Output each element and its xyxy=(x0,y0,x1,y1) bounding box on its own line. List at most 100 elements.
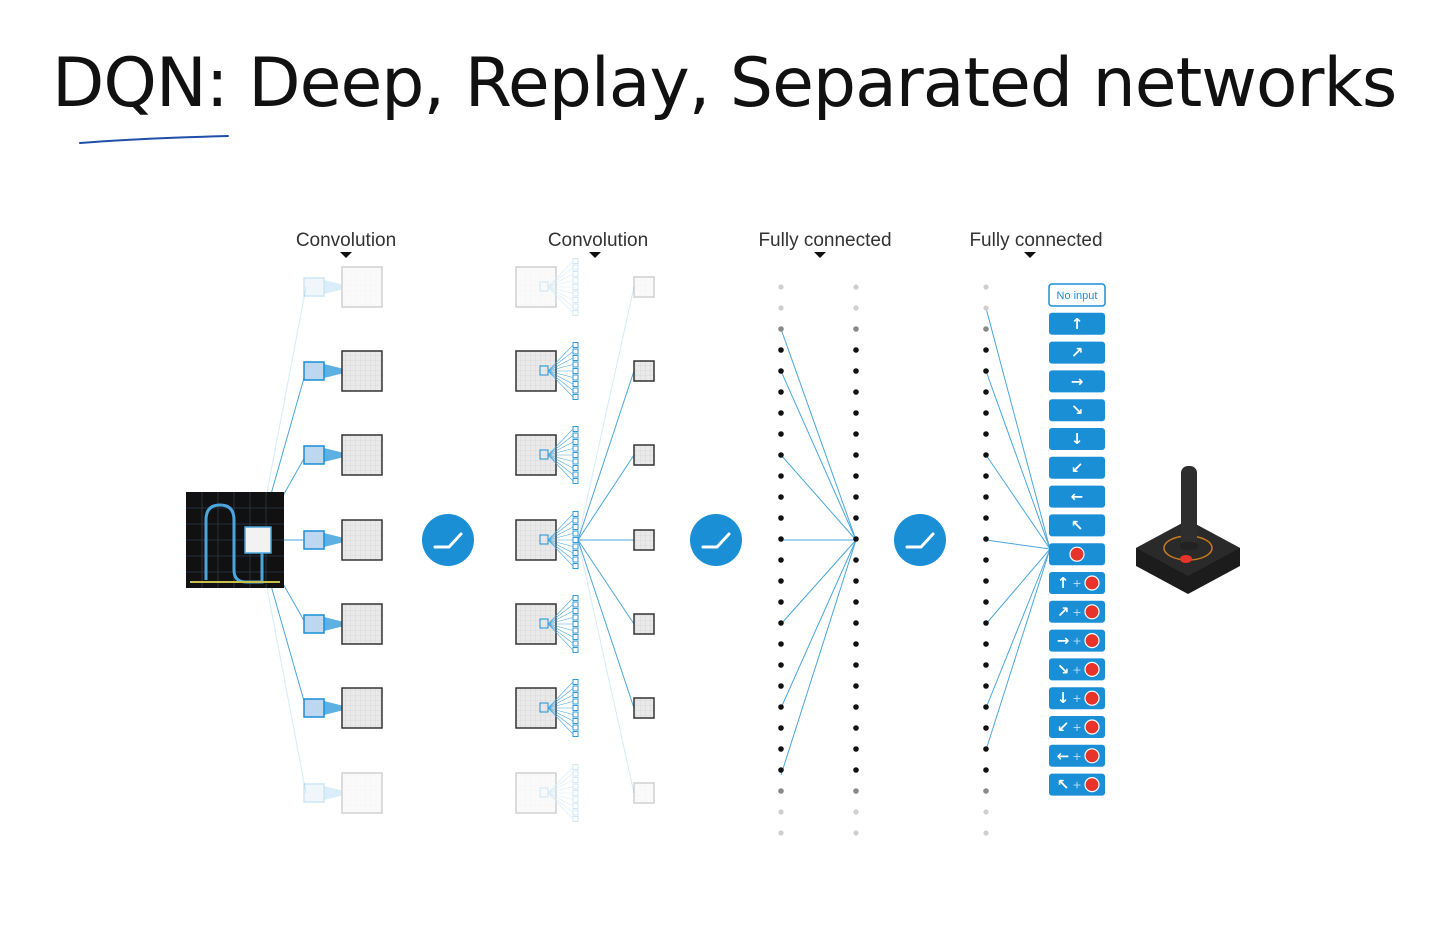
conv2-fan-line xyxy=(547,707,574,715)
conv2-output-box xyxy=(633,697,655,719)
plus-icon: + xyxy=(1072,635,1081,648)
conv2-unit xyxy=(572,471,579,478)
conv1-map xyxy=(341,350,383,392)
conv2-fan-line xyxy=(547,610,574,625)
fc-node xyxy=(853,662,859,668)
conv2-output-box xyxy=(633,529,655,551)
conv2-unit xyxy=(572,731,579,737)
conv2-fan-line xyxy=(547,623,574,644)
fc-node xyxy=(853,494,859,500)
action-button-bg xyxy=(1049,514,1105,537)
conv2-fan-line xyxy=(547,370,574,378)
action-button-bg xyxy=(1049,399,1105,422)
action-button-bg xyxy=(1048,283,1106,307)
fc-node xyxy=(853,683,859,689)
arrow-left-icon: ← xyxy=(1071,488,1084,506)
conv2-unit xyxy=(572,595,579,601)
input-receptive-field xyxy=(244,526,272,554)
fire-icon xyxy=(1069,546,1085,562)
conv2-unit xyxy=(572,432,579,439)
action-button-arrow-up-right+fire: ↗+ xyxy=(1049,600,1105,623)
layer-marker-fc1 xyxy=(814,252,826,258)
conv1-map xyxy=(341,687,383,729)
fc-node xyxy=(853,347,859,353)
fc-node xyxy=(983,662,989,668)
fc-node xyxy=(853,284,859,290)
fc-node xyxy=(983,599,989,605)
relu-activation-icon xyxy=(690,514,742,566)
conv2-map xyxy=(515,266,557,308)
conv2-unit xyxy=(572,608,579,614)
fire-icon xyxy=(1084,748,1100,764)
action-button-arrow-up+fire: ↑+ xyxy=(1049,572,1105,594)
fc-node xyxy=(853,620,859,626)
conv2-fan-line xyxy=(547,539,574,554)
conv2-fan-line xyxy=(547,701,574,709)
fc-node xyxy=(983,788,989,794)
conv1-projection xyxy=(324,786,352,800)
conv2-unit xyxy=(572,550,579,556)
conv2-unit xyxy=(572,634,579,640)
fc-node xyxy=(983,284,989,290)
relu-circle xyxy=(894,514,946,566)
conv2-unit xyxy=(572,439,579,445)
fc-node xyxy=(983,830,989,836)
conv2-fan-line xyxy=(547,286,574,307)
fc-node xyxy=(778,830,784,836)
action-button-bg xyxy=(1049,485,1105,508)
arrow-up-right-icon: ↗ xyxy=(1071,344,1084,362)
fc-node xyxy=(778,347,784,353)
arrow-down-left-icon: ↙ xyxy=(1057,718,1070,736)
conv2-fan-line xyxy=(547,623,574,631)
conv2-fan-line xyxy=(547,533,574,541)
conv2-fan-line xyxy=(547,520,574,541)
conv2-feature-map xyxy=(515,595,579,653)
conv2-unit xyxy=(572,511,579,517)
conv2-unit xyxy=(572,816,579,822)
conv2-fan-line xyxy=(547,779,574,794)
layer-label-fc2: Fully connected xyxy=(969,230,1102,251)
conv2-fan-line xyxy=(547,617,574,625)
conv2-fan-line xyxy=(547,454,574,469)
fc-node xyxy=(853,389,859,395)
conv2-output-map xyxy=(633,444,655,466)
joystick-icon xyxy=(1136,466,1240,594)
action-button-arrow-up: ↑ xyxy=(1049,312,1105,335)
arrow-right-icon: → xyxy=(1057,632,1070,650)
fc-node xyxy=(778,641,784,647)
conv1-feature-map xyxy=(303,266,383,308)
conv2-unit xyxy=(572,724,579,731)
arrow-up-left-icon: ↖ xyxy=(1057,776,1070,794)
fc-node xyxy=(778,536,784,542)
conv2-fan-line xyxy=(547,273,574,288)
conv2-fan-line xyxy=(547,623,574,638)
fc1-connection-line xyxy=(780,370,857,541)
conv1-map xyxy=(341,603,383,645)
layer-marker-conv1 xyxy=(340,252,352,258)
fc-node xyxy=(853,725,859,731)
fc-node xyxy=(778,620,784,626)
arrow-up-icon: ↑ xyxy=(1071,315,1084,333)
conv2-unit xyxy=(572,601,579,608)
fc-node xyxy=(853,578,859,584)
conv1-feature-map xyxy=(303,519,383,561)
conv2-fan-line xyxy=(547,370,574,385)
conv2-unit xyxy=(572,796,579,803)
conv2-unit xyxy=(572,284,579,290)
fire-icon xyxy=(1084,719,1100,735)
fc-node xyxy=(853,305,859,311)
conv1-feature-map xyxy=(303,350,383,392)
conv2-feature-map xyxy=(515,764,579,822)
fc-node xyxy=(983,368,989,374)
conv2-output-box xyxy=(633,613,655,635)
conv1-feature-map xyxy=(303,434,383,476)
conv2-unit xyxy=(572,394,579,400)
action-button-bg xyxy=(1049,341,1105,364)
joystick-stick xyxy=(1181,466,1197,546)
conv2-unit xyxy=(572,679,579,685)
fc-node xyxy=(853,809,859,815)
conv2-unit xyxy=(572,770,579,777)
output-action-buttons: No input↑↗→↘↓↙←↖↑+↗+→+↘+↓+↙+←+↖+ xyxy=(1048,283,1106,796)
fc-node xyxy=(778,746,784,752)
conv2-output-box xyxy=(633,782,655,804)
